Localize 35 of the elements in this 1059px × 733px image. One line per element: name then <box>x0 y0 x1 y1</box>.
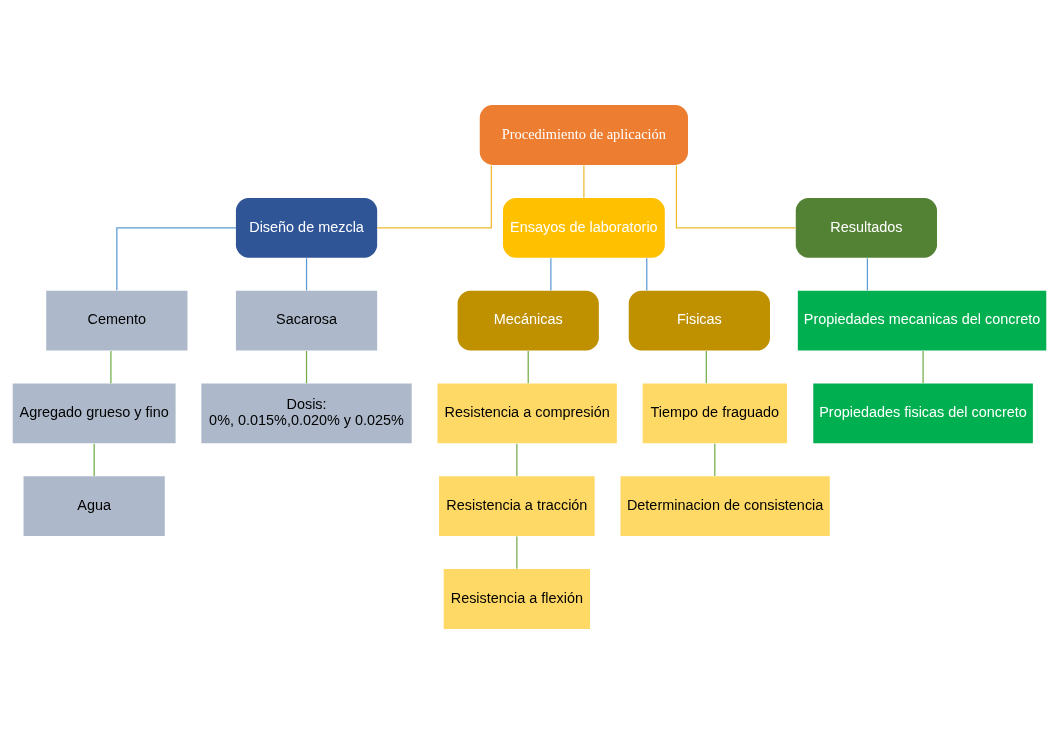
node-box: Procedimiento de aplicación <box>479 104 688 165</box>
connector <box>866 257 869 291</box>
node-box: Resistencia a tracción <box>439 475 595 536</box>
connector <box>714 442 716 477</box>
node-box: Fisicas <box>628 290 770 350</box>
connector <box>705 349 707 384</box>
connector <box>527 349 529 384</box>
node-box: Ensayos de laboratorio <box>502 197 665 258</box>
node-box: Agregado grueso y fino <box>12 383 176 443</box>
node-box: Dosis: 0%, 0.015%,0.020% y 0.025% <box>201 383 412 443</box>
node-box: Agua <box>23 475 165 536</box>
node-box: Diseño de mezcla <box>235 197 378 258</box>
node-box: Mecánicas <box>457 290 599 350</box>
node-box: Propiedades mecanicas del concreto <box>797 290 1047 350</box>
node-box: Resultados <box>795 197 937 258</box>
node-box: Resistencia a flexión <box>443 568 591 629</box>
connector <box>516 535 518 569</box>
node-box: Sacarosa <box>235 290 378 350</box>
connector <box>305 257 308 291</box>
connector <box>376 164 492 228</box>
node-box: Tiempo de fraguado <box>642 383 787 443</box>
connector <box>675 164 797 228</box>
connector <box>550 257 552 291</box>
connector <box>93 442 95 477</box>
connector <box>116 226 237 291</box>
connector <box>646 257 648 291</box>
connector <box>305 349 308 384</box>
connector <box>516 442 518 477</box>
node-box: Cemento <box>46 290 188 350</box>
node-box: Determinacion de consistencia <box>620 475 830 536</box>
connector <box>110 349 112 384</box>
node-box: Resistencia a compresión <box>437 383 617 443</box>
connector <box>583 164 585 198</box>
node-box: Propiedades fisicas del concreto <box>813 383 1033 443</box>
connector <box>922 349 924 384</box>
